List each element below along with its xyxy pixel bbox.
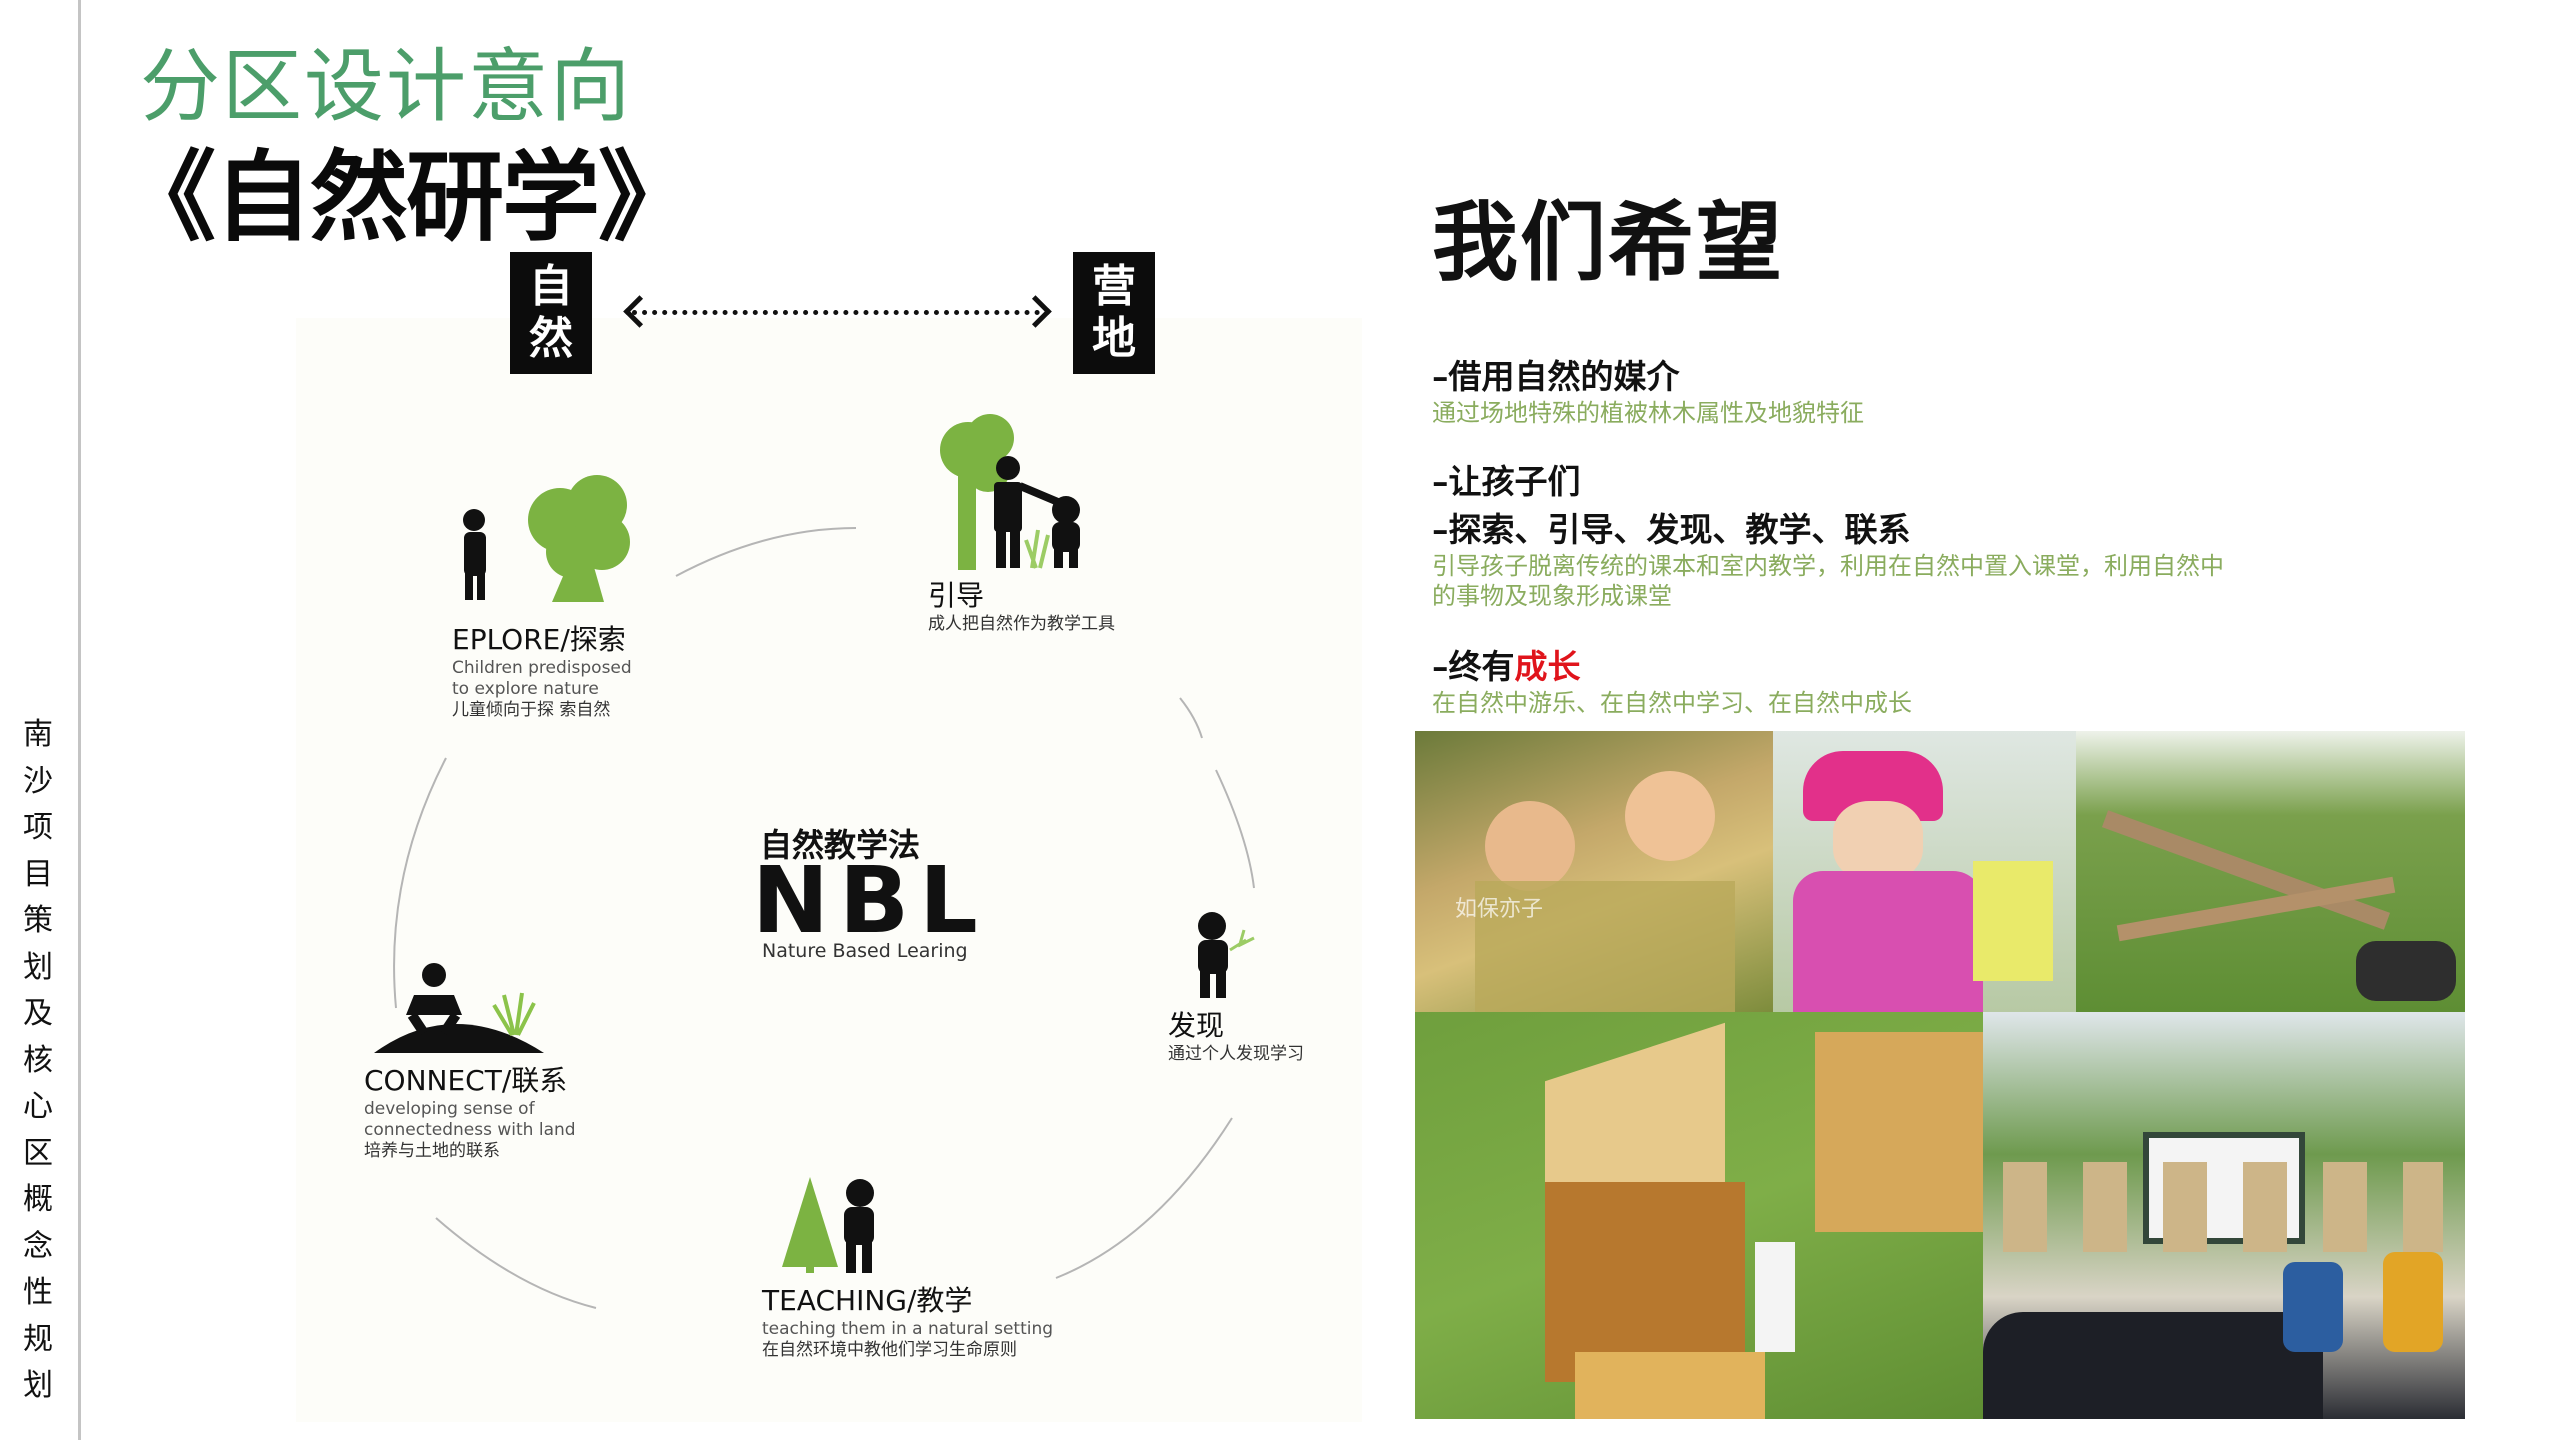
side-char: 目 [23,856,53,892]
photo-sketching [1773,731,2076,1012]
side-char: 项 [23,810,53,845]
photo-watermark: 如保亦子 [1455,897,1544,922]
camp-label-box: 营 地 [1073,252,1155,374]
photo-detail [1575,1352,1765,1419]
nature-label-box: 自 然 [510,252,592,374]
photo-detail [1475,881,1735,1012]
side-char: 南 [23,717,53,752]
photo-detail [2356,941,2456,1001]
side-char: 概 [23,1182,53,1217]
node-guide: 引导 成人把自然作为教学工具 [928,410,1118,635]
diagram-background [296,318,1362,1422]
highlight-word: 成长 [1514,647,1581,686]
photo-detail [2383,1252,2443,1352]
side-char: 区 [23,1135,53,1171]
child-holding-plant-icon [1198,912,1255,998]
photo-detail [1793,871,1983,1012]
point-medium: –借用自然的媒介 通过场地特殊的植被林木属性及地貌特征 [1432,350,1864,428]
topic-title: 《自然研学》 [118,141,696,255]
node-cn: 儿童倾向于探 索自然 [452,700,611,720]
node-cn: 成人把自然作为教学工具 [928,614,1115,634]
side-char: 及 [23,996,53,1031]
side-char: 规 [23,1321,53,1357]
nature-char: 自 [529,261,573,312]
child-on-hill-icon [374,963,544,1053]
node-title: TEACHING/教学 [762,1284,973,1317]
left-divider [78,0,81,1440]
point-desc: 引导孩子脱离传统的课本和室内教学，利用在自然中置入课堂，利用自然中的事物及现象形… [1432,552,2224,610]
point-desc: 通过场地特殊的植被林木属性及地貌特征 [1432,399,1864,427]
node-title: EPLORE/探索 [452,623,626,656]
photo-detail [1815,1032,1983,1232]
nature-char: 然 [529,313,573,364]
node-connect: CONNECT/联系 developing sense of connected… [364,955,584,1162]
photo-detail [1973,861,2053,981]
node-title: 发现 [1168,1009,1225,1042]
node-teaching: TEACHING/教学 teaching them in a natural s… [762,1175,1053,1361]
photo-wood-house [1415,1012,1983,1419]
photo-detail [1485,801,1575,891]
node-explore: EPLORE/探索 Children predisposed to explor… [452,460,662,721]
node-cn: 通过个人发现学习 [1168,1044,1304,1064]
point-children: –让孩子们 –探索、引导、发现、教学、联系 引导孩子脱离传统的课本和室内教学，利… [1432,455,2252,611]
node-cn: 在自然环境中教他们学习生命原则 [762,1340,1017,1360]
child-and-pine-tree-icon [782,1177,874,1273]
hope-heading: 我们希望 [1432,192,1784,293]
side-char: 划 [23,1368,53,1403]
point-subtitle: –探索、引导、发现、教学、联系 [1432,510,1911,549]
cycle-arcs [393,527,1255,1309]
center-acronym: NBL [752,847,988,954]
point-title: –让孩子们 [1432,462,1581,501]
point-growth: –终有成长 在自然中游乐、在自然中学习、在自然中成长 [1432,640,1912,718]
side-char: 策 [23,903,53,938]
side-char: 性 [23,1275,53,1310]
photo-camp-group [1983,1012,2465,1419]
camp-char: 地 [1092,313,1136,364]
photo-detail [1625,771,1715,861]
point-title: –终有 [1432,647,1515,686]
center-cn-label: 自然教学法 [760,826,921,864]
camp-char: 营 [1092,261,1136,312]
node-title: CONNECT/联系 [364,1064,568,1097]
side-char: 心 [23,1089,53,1124]
vertical-project-title: 南 沙 项 目 策 划 及 核 心 区 概 念 性 规 划 [18,712,58,1410]
side-char: 沙 [23,763,53,799]
node-en: developing sense of connectedness with l… [364,1099,576,1140]
node-title: 引导 [928,579,985,612]
section-title: 分区设计意向 [140,40,632,133]
point-title: –借用自然的媒介 [1432,357,1680,396]
node-discover: 发现 通过个人发现学习 [1168,910,1304,1065]
double-arrow-line [632,310,1040,315]
side-char: 念 [23,1228,53,1264]
center-en-label: Nature Based Learing [762,940,968,962]
side-char: 核 [23,1042,53,1078]
photo-detail [2003,1162,2443,1252]
node-cn: 培养与土地的联系 [364,1141,500,1161]
photo-harvest: 如保亦子 [1415,731,1773,1012]
point-desc: 在自然中游乐、在自然中学习、在自然中成长 [1432,689,1912,717]
child-and-tree-icon [463,475,630,602]
node-en: teaching them in a natural setting [762,1319,1054,1339]
adult-guiding-child-icon [940,414,1080,570]
photo-detail [1983,1312,2323,1419]
photo-detail [1755,1242,1795,1352]
photo-detail [1833,801,1923,881]
photo-detail [1545,1182,1745,1382]
node-en: Children predisposed to explore nature [452,658,632,699]
photo-log-climb [2076,731,2465,1012]
photo-detail [2283,1262,2343,1352]
side-char: 划 [23,949,53,985]
